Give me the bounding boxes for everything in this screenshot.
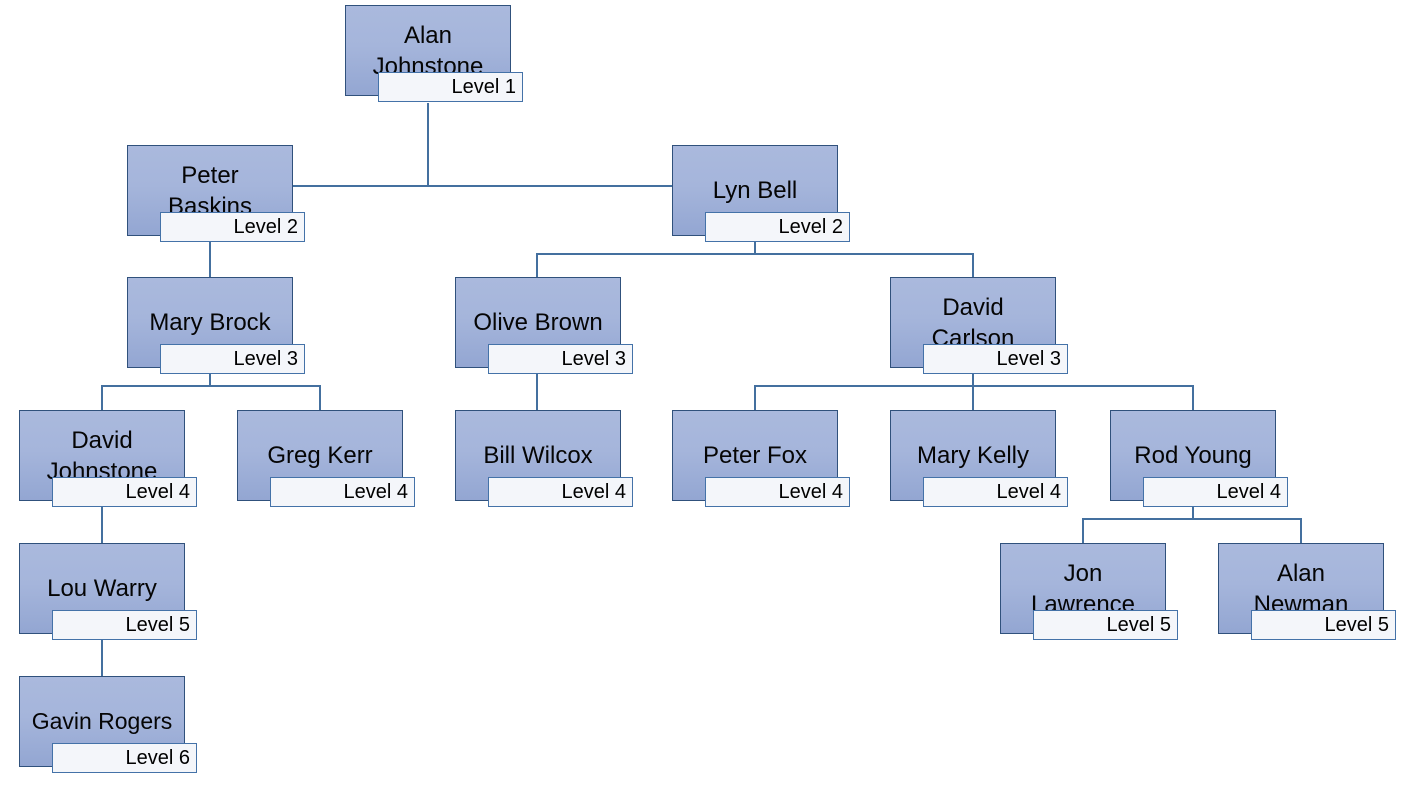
connector-louwarry-stem xyxy=(101,633,103,678)
connector-olive-stem xyxy=(536,367,538,412)
node-level-label-lou-warry: Level 5 xyxy=(52,610,197,640)
node-level-label-david-carlson: Level 3 xyxy=(923,344,1068,374)
connector-djohnstone-stem xyxy=(101,500,103,545)
connector-baskins-stem xyxy=(209,235,211,277)
node-name-mary-kelly: Mary Kelly xyxy=(916,442,1030,469)
node-level-label-david-johnstone: Level 4 xyxy=(52,477,197,507)
connector-marykelly-drop xyxy=(972,385,974,412)
node-name-peter-fox: Peter Fox xyxy=(702,442,808,469)
node-name-olive-brown: Olive Brown xyxy=(473,309,603,336)
connector-alannewman-drop xyxy=(1300,518,1302,545)
connector-rodyoung-bus xyxy=(1082,518,1302,520)
connector-brock-bus xyxy=(101,385,319,387)
connector-rodyoung-stem xyxy=(1192,500,1194,518)
node-level-label-alan-newman: Level 5 xyxy=(1251,610,1396,640)
node-name-mary-brock: Mary Brock xyxy=(149,309,271,336)
connector-gregkerr-drop xyxy=(319,385,321,412)
node-level-label-peter-fox: Level 4 xyxy=(705,477,850,507)
connector-lynbell-stem xyxy=(754,235,756,255)
connector-rodyoung-drop xyxy=(1192,385,1194,412)
node-level-label-greg-kerr: Level 4 xyxy=(270,477,415,507)
node-name-bill-wilcox: Bill Wilcox xyxy=(483,442,593,469)
node-level-label-rod-young: Level 4 xyxy=(1143,477,1288,507)
node-name-greg-kerr: Greg Kerr xyxy=(267,442,373,469)
node-name-alan-johnstone: Alan Johnstone xyxy=(372,21,484,80)
connector-jonlaw-drop xyxy=(1082,518,1084,545)
connector-djohnstone-drop xyxy=(101,385,103,412)
connector-carlson-stem xyxy=(972,367,974,385)
connector-brock-stem xyxy=(209,367,211,385)
connector-peterfox-drop xyxy=(754,385,756,412)
node-name-rod-young: Rod Young xyxy=(1134,442,1252,469)
node-level-label-mary-kelly: Level 4 xyxy=(923,477,1068,507)
connector-carlson-drop xyxy=(972,253,974,279)
node-name-gavin-rogers: Gavin Rogers xyxy=(31,708,173,734)
node-name-lyn-bell: Lyn Bell xyxy=(712,177,798,204)
node-level-label-jon-lawrence: Level 5 xyxy=(1033,610,1178,640)
node-level-label-gavin-rogers: Level 6 xyxy=(52,743,197,773)
connector-lynbell-bus xyxy=(536,253,974,255)
node-level-label-bill-wilcox: Level 4 xyxy=(488,477,633,507)
node-level-label-mary-brock: Level 3 xyxy=(160,344,305,374)
node-name-lou-warry: Lou Warry xyxy=(47,575,157,602)
connector-root-bus xyxy=(293,185,673,187)
node-level-label-peter-baskins: Level 2 xyxy=(160,212,305,242)
connector-root-stem xyxy=(427,103,429,187)
node-level-label-alan-johnstone: Level 1 xyxy=(378,72,523,102)
connector-olive-drop xyxy=(536,253,538,279)
node-level-label-lyn-bell: Level 2 xyxy=(705,212,850,242)
node-level-label-olive-brown: Level 3 xyxy=(488,344,633,374)
node-box-alan-johnstone[interactable]: Alan Johnstone xyxy=(345,5,511,96)
